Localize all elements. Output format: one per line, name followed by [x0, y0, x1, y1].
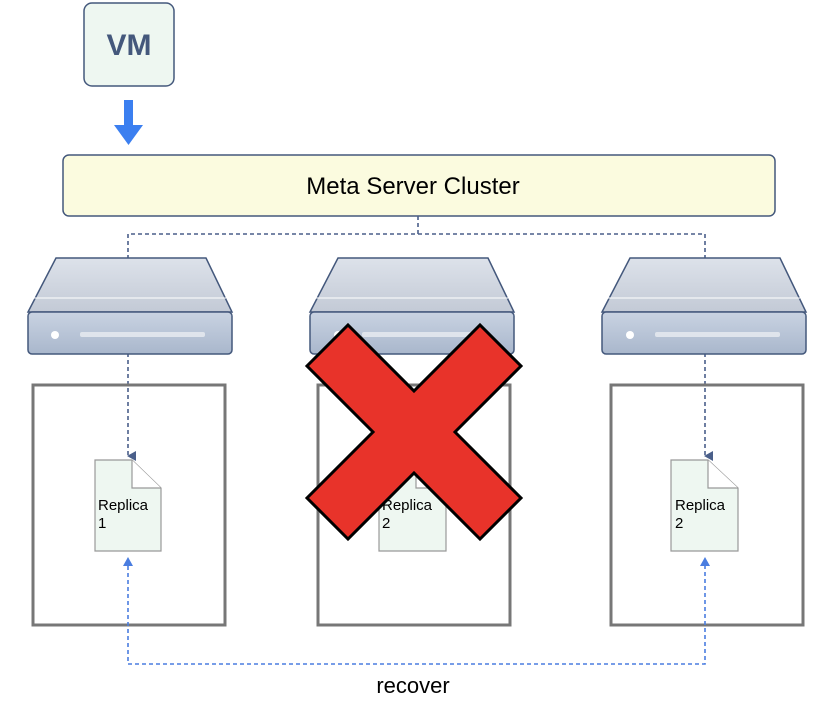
replica-2-label-line2: 2 [382, 515, 390, 532]
meta-server-cluster: Meta Server Cluster [62, 154, 776, 217]
server-3-icon [600, 257, 808, 355]
replica-1-label-line2: 1 [98, 515, 106, 532]
vm-to-cluster-arrow [114, 100, 143, 145]
meta-server-cluster-label: Meta Server Cluster [306, 173, 519, 200]
vm-node: VM [83, 2, 175, 87]
replica-1-label-line1: Replica [98, 497, 149, 514]
cluster-to-replicas-links [127, 216, 713, 461]
server-1-icon [26, 257, 234, 355]
replica-2-label-line1: Replica [382, 497, 433, 514]
replica-1-document-icon: Replica 1 [94, 459, 162, 552]
link-to-replica-3 [418, 233, 713, 461]
link-to-replica-1 [127, 216, 419, 461]
node-1-box [31, 383, 227, 627]
replica-3-label-line2: 2 [675, 515, 683, 532]
replica-3-label-line1: Replica [675, 497, 726, 514]
node-3-box [609, 383, 805, 627]
recover-label: recover [376, 673, 449, 698]
vm-label: VM [107, 29, 152, 62]
recover-link [123, 557, 710, 665]
failure-x-icon [304, 322, 524, 542]
replica-3-document-icon: Replica 2 [670, 459, 739, 552]
